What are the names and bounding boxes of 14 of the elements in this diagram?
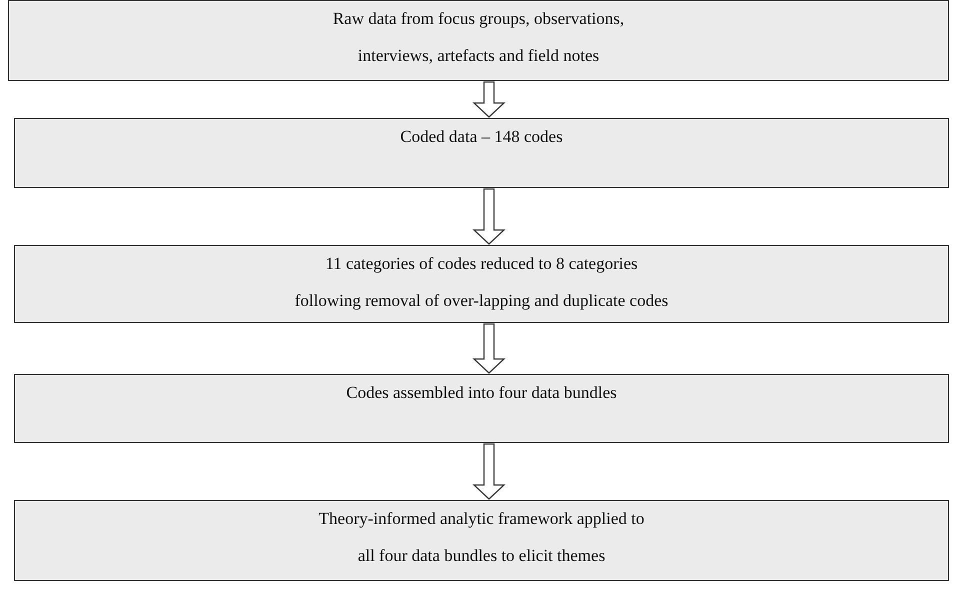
hollow-arrow xyxy=(472,188,506,245)
box-text: Theory-informed analytic framework applied to all four data bundles to elicit themes xyxy=(318,508,646,567)
box-text: Coded data – 148 codes xyxy=(400,126,563,148)
process-box xyxy=(14,500,949,581)
process-box xyxy=(14,374,949,443)
process-box xyxy=(8,0,949,81)
box-text: Raw data from focus groups, observations, interviews, artefacts and field notes xyxy=(332,8,626,67)
process-box xyxy=(14,245,949,323)
hollow-arrow xyxy=(472,323,506,374)
box-text: Codes assembled into four data bundles xyxy=(346,382,617,404)
hollow-arrow xyxy=(472,443,506,500)
box-text: 11 categories of codes reduced to 8 categories following removal of over-lapping and duplicate codes xyxy=(294,253,670,312)
hollow-arrow xyxy=(472,81,506,118)
process-box xyxy=(14,118,949,188)
